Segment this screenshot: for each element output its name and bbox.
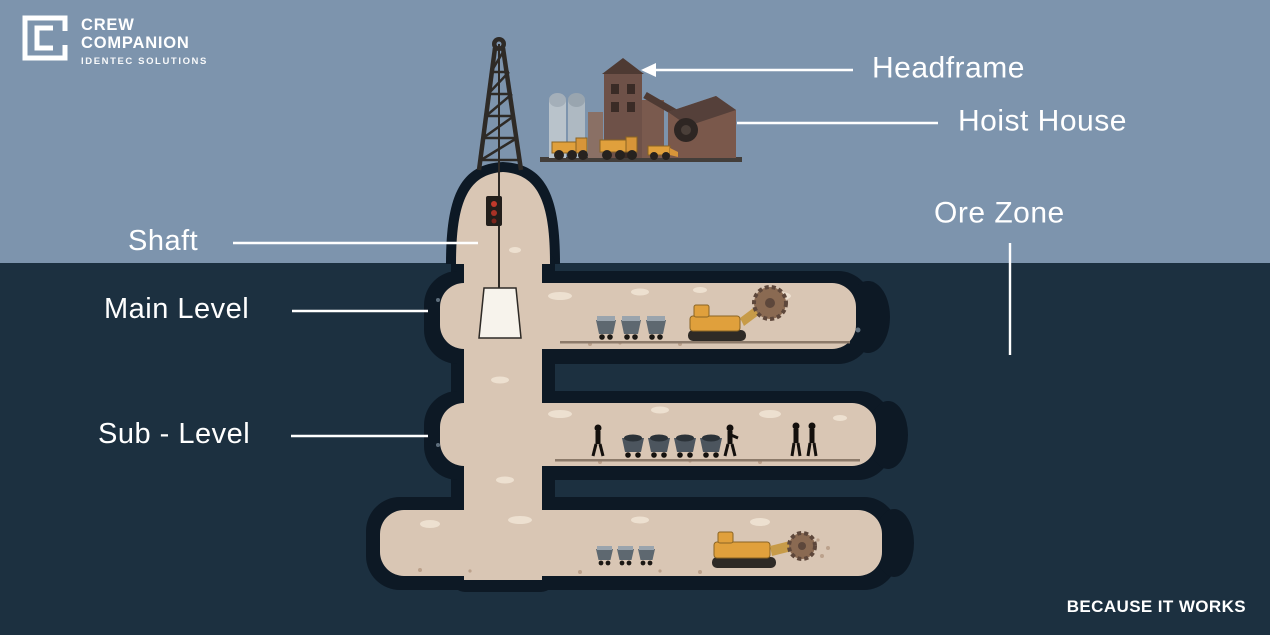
sub-level-equipment	[555, 422, 860, 462]
label-sub-level: Sub - Level	[98, 418, 251, 451]
leader-arrow-headframe	[641, 63, 656, 77]
hoist-house-building	[668, 96, 736, 158]
crew-companion-logo-icon	[22, 15, 68, 61]
label-hoist-house: Hoist House	[958, 104, 1127, 138]
ore-carts-bottom	[596, 546, 655, 566]
brand-subtitle: IDENTEC SOLUTIONS	[81, 55, 208, 67]
bottom-level-equipment	[596, 531, 830, 568]
brand-logo-text: CREW COMPANION IDENTEC SOLUTIONS	[81, 15, 208, 67]
label-headframe: Headframe	[872, 51, 1025, 85]
continuous-miner-machine	[712, 531, 830, 568]
main-level-equipment	[560, 285, 850, 344]
ore-carts-main	[596, 316, 666, 340]
label-ore-zone: Ore Zone	[934, 196, 1065, 230]
label-main-level: Main Level	[104, 293, 250, 326]
rail-main	[560, 341, 850, 344]
footer-tagline: BECAUSE IT WORKS	[1066, 597, 1246, 616]
brand-name-line1: CREW	[81, 16, 135, 34]
leader-lines	[233, 63, 1012, 438]
mid-building	[588, 112, 603, 158]
annex-building	[642, 100, 664, 158]
rail-sub	[555, 459, 860, 462]
brand-logo: CREW COMPANION IDENTEC SOLUTIONS	[22, 15, 208, 67]
miner-figures	[591, 422, 818, 457]
surface-buildings	[540, 58, 742, 162]
building-base	[540, 157, 742, 162]
shaft-cage	[478, 287, 522, 339]
brand-name-line2: COMPANION	[81, 33, 190, 52]
shaft-signal-box	[486, 196, 502, 226]
tunnel-interiors	[380, 172, 882, 580]
ore-train	[622, 434, 722, 458]
roadheader-machine	[688, 285, 788, 341]
tunnel-texture	[418, 217, 847, 574]
surface-loader	[647, 145, 678, 160]
haul-trucks	[551, 136, 638, 160]
label-shaft: Shaft	[128, 225, 199, 258]
